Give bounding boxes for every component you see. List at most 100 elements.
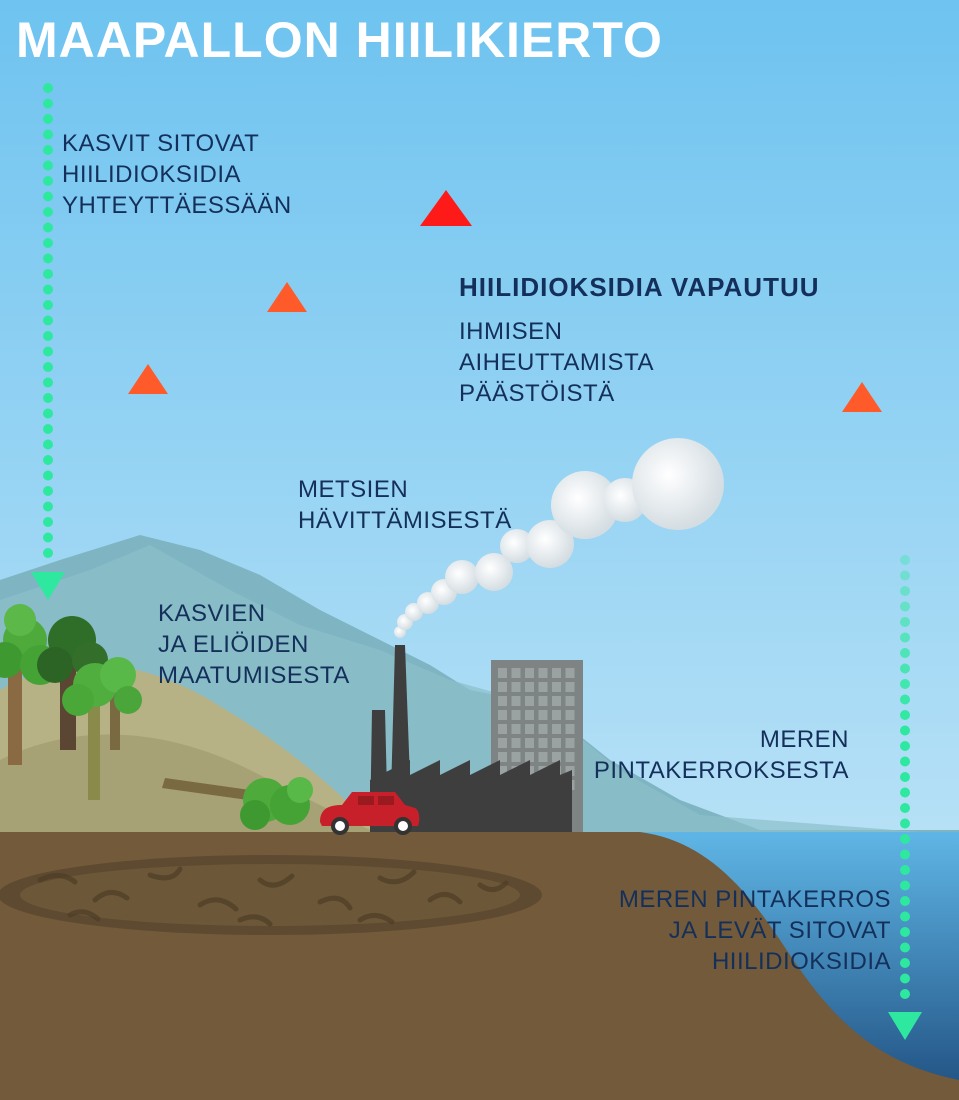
arrow-head-up (128, 364, 168, 394)
arrow-dot (900, 756, 910, 767)
arrow-dot (43, 470, 53, 481)
arrow-dot (900, 741, 910, 751)
label-ocean-surface-release-line: PINTAKERROKSESTA (593, 757, 849, 784)
arrow-dot (900, 911, 910, 922)
arrow-dot (900, 710, 910, 720)
arrow-dot (43, 238, 53, 248)
car (320, 792, 420, 835)
label-human-emissions: IHMISEN AIHEUTTAMISTA PÄÄSTÖISTÄ (459, 316, 654, 409)
arrow-dot (900, 586, 910, 596)
arrow-dot (900, 787, 910, 798)
arrow-dot (900, 849, 910, 860)
arrow-dot (900, 663, 910, 674)
arrow-deforestation (267, 282, 307, 760)
arrow-dot (43, 346, 53, 357)
arrow-dot (900, 834, 910, 844)
arrow-dot (900, 555, 910, 565)
arrow-dot (900, 880, 910, 891)
label-plants-bind-line: KASVIT SITOVAT (62, 130, 260, 157)
arrow-dot (43, 207, 53, 217)
flow-arrows (31, 83, 922, 1040)
arrow-human-emissions (420, 190, 472, 690)
arrow-dot (900, 896, 910, 906)
arrow-head-down (31, 572, 65, 600)
arrow-dot (900, 818, 910, 829)
arrow-dot (43, 501, 53, 512)
arrow-head-up (842, 382, 882, 412)
arrow-dot (900, 772, 910, 782)
arrow-dot (900, 803, 910, 813)
arrow-dot (900, 942, 910, 953)
arrow-dot (900, 694, 910, 705)
arrow-dot (43, 160, 53, 171)
arrow-head-up (267, 282, 307, 312)
arrow-dot (43, 439, 53, 450)
arrow-head-down (888, 1012, 922, 1040)
buried-organic-pattern (37, 866, 509, 927)
arrow-dot (43, 362, 53, 372)
arrow-dot (43, 486, 53, 496)
arrow-dot (43, 548, 53, 558)
label-ocean-surface-release: MEREN PINTAKERROKSESTA (594, 724, 849, 786)
arrow-plants-bind (31, 83, 65, 600)
arrow-dot (43, 145, 53, 155)
arrow-dot (43, 83, 53, 93)
label-plants-bind: KASVIT SITOVAT HIILIDIOKSIDIA YHTEYTTÄES… (62, 128, 292, 221)
arrow-dot (43, 455, 53, 465)
factory (370, 645, 572, 832)
arrow-dot (900, 725, 910, 736)
label-decomposition: KASVIEN JA ELIÖIDEN MAATUMISESTA (158, 598, 350, 691)
arrow-dot (43, 517, 53, 527)
arrow-decomposition (128, 364, 168, 840)
arrow-dot (43, 315, 53, 326)
label-ocean-bind-line: MEREN PINTAKERROS (618, 886, 891, 913)
smoke-plume (394, 438, 724, 638)
arrow-dot (43, 532, 53, 543)
arrow-dot (43, 300, 53, 310)
arrow-dot (900, 973, 910, 984)
label-ocean-bind: MEREN PINTAKERROS JA LEVÄT SITOVAT HIILI… (619, 884, 891, 977)
forest (0, 604, 142, 800)
label-ocean-bind-line: HIILIDIOKSIDIA (711, 948, 891, 975)
label-human-emissions-line: PÄÄSTÖISTÄ (459, 380, 615, 407)
arrow-dot (900, 865, 910, 875)
arrow-dot (43, 284, 53, 295)
fallen-tree (162, 777, 313, 830)
page-title: MAAPALLON HIILIKIERTO (16, 12, 663, 68)
label-deforestation-line: METSIEN (298, 476, 409, 503)
arrow-dot (900, 958, 910, 968)
label-decomposition-line: JA ELIÖIDEN (158, 631, 309, 658)
arrow-dot (43, 408, 53, 419)
arrow-dot (43, 331, 53, 341)
arrow-dot (43, 222, 53, 233)
arrow-ocean-surface-release (842, 382, 882, 860)
arrow-dot (43, 377, 53, 388)
arrow-dot (900, 679, 910, 689)
arrow-dot (900, 632, 910, 643)
arrow-dot (43, 393, 53, 403)
arrow-dot (900, 570, 910, 581)
arrow-dot (900, 648, 910, 658)
label-release-heading: HIILIDIOKSIDIA VAPAUTUU (459, 272, 820, 302)
label-human-emissions-line: IHMISEN (459, 318, 563, 345)
arrow-dot (900, 989, 910, 999)
label-human-emissions-line: AIHEUTTAMISTA (459, 349, 654, 376)
label-plants-bind-line: YHTEYTTÄESSÄÄN (62, 192, 292, 219)
arrow-ocean-bind (888, 555, 922, 1040)
arrow-dot (43, 176, 53, 186)
arrow-dot (43, 191, 53, 202)
label-plants-bind-line: HIILIDIOKSIDIA (62, 161, 242, 188)
label-decomposition-line: KASVIEN (158, 600, 266, 627)
arrow-dot (43, 114, 53, 124)
arrow-dot (900, 617, 910, 627)
label-deforestation-line: HÄVITTÄMISESTÄ (298, 507, 512, 534)
label-decomposition-line: MAATUMISESTA (158, 662, 350, 689)
arrow-head-up (420, 190, 472, 226)
label-ocean-bind-line: JA LEVÄT SITOVAT (668, 917, 891, 944)
label-deforestation: METSIEN HÄVITTÄMISESTÄ (298, 474, 512, 536)
arrow-dot (43, 98, 53, 109)
label-ocean-surface-release-line: MEREN (759, 726, 849, 753)
arrow-dot (43, 129, 53, 140)
